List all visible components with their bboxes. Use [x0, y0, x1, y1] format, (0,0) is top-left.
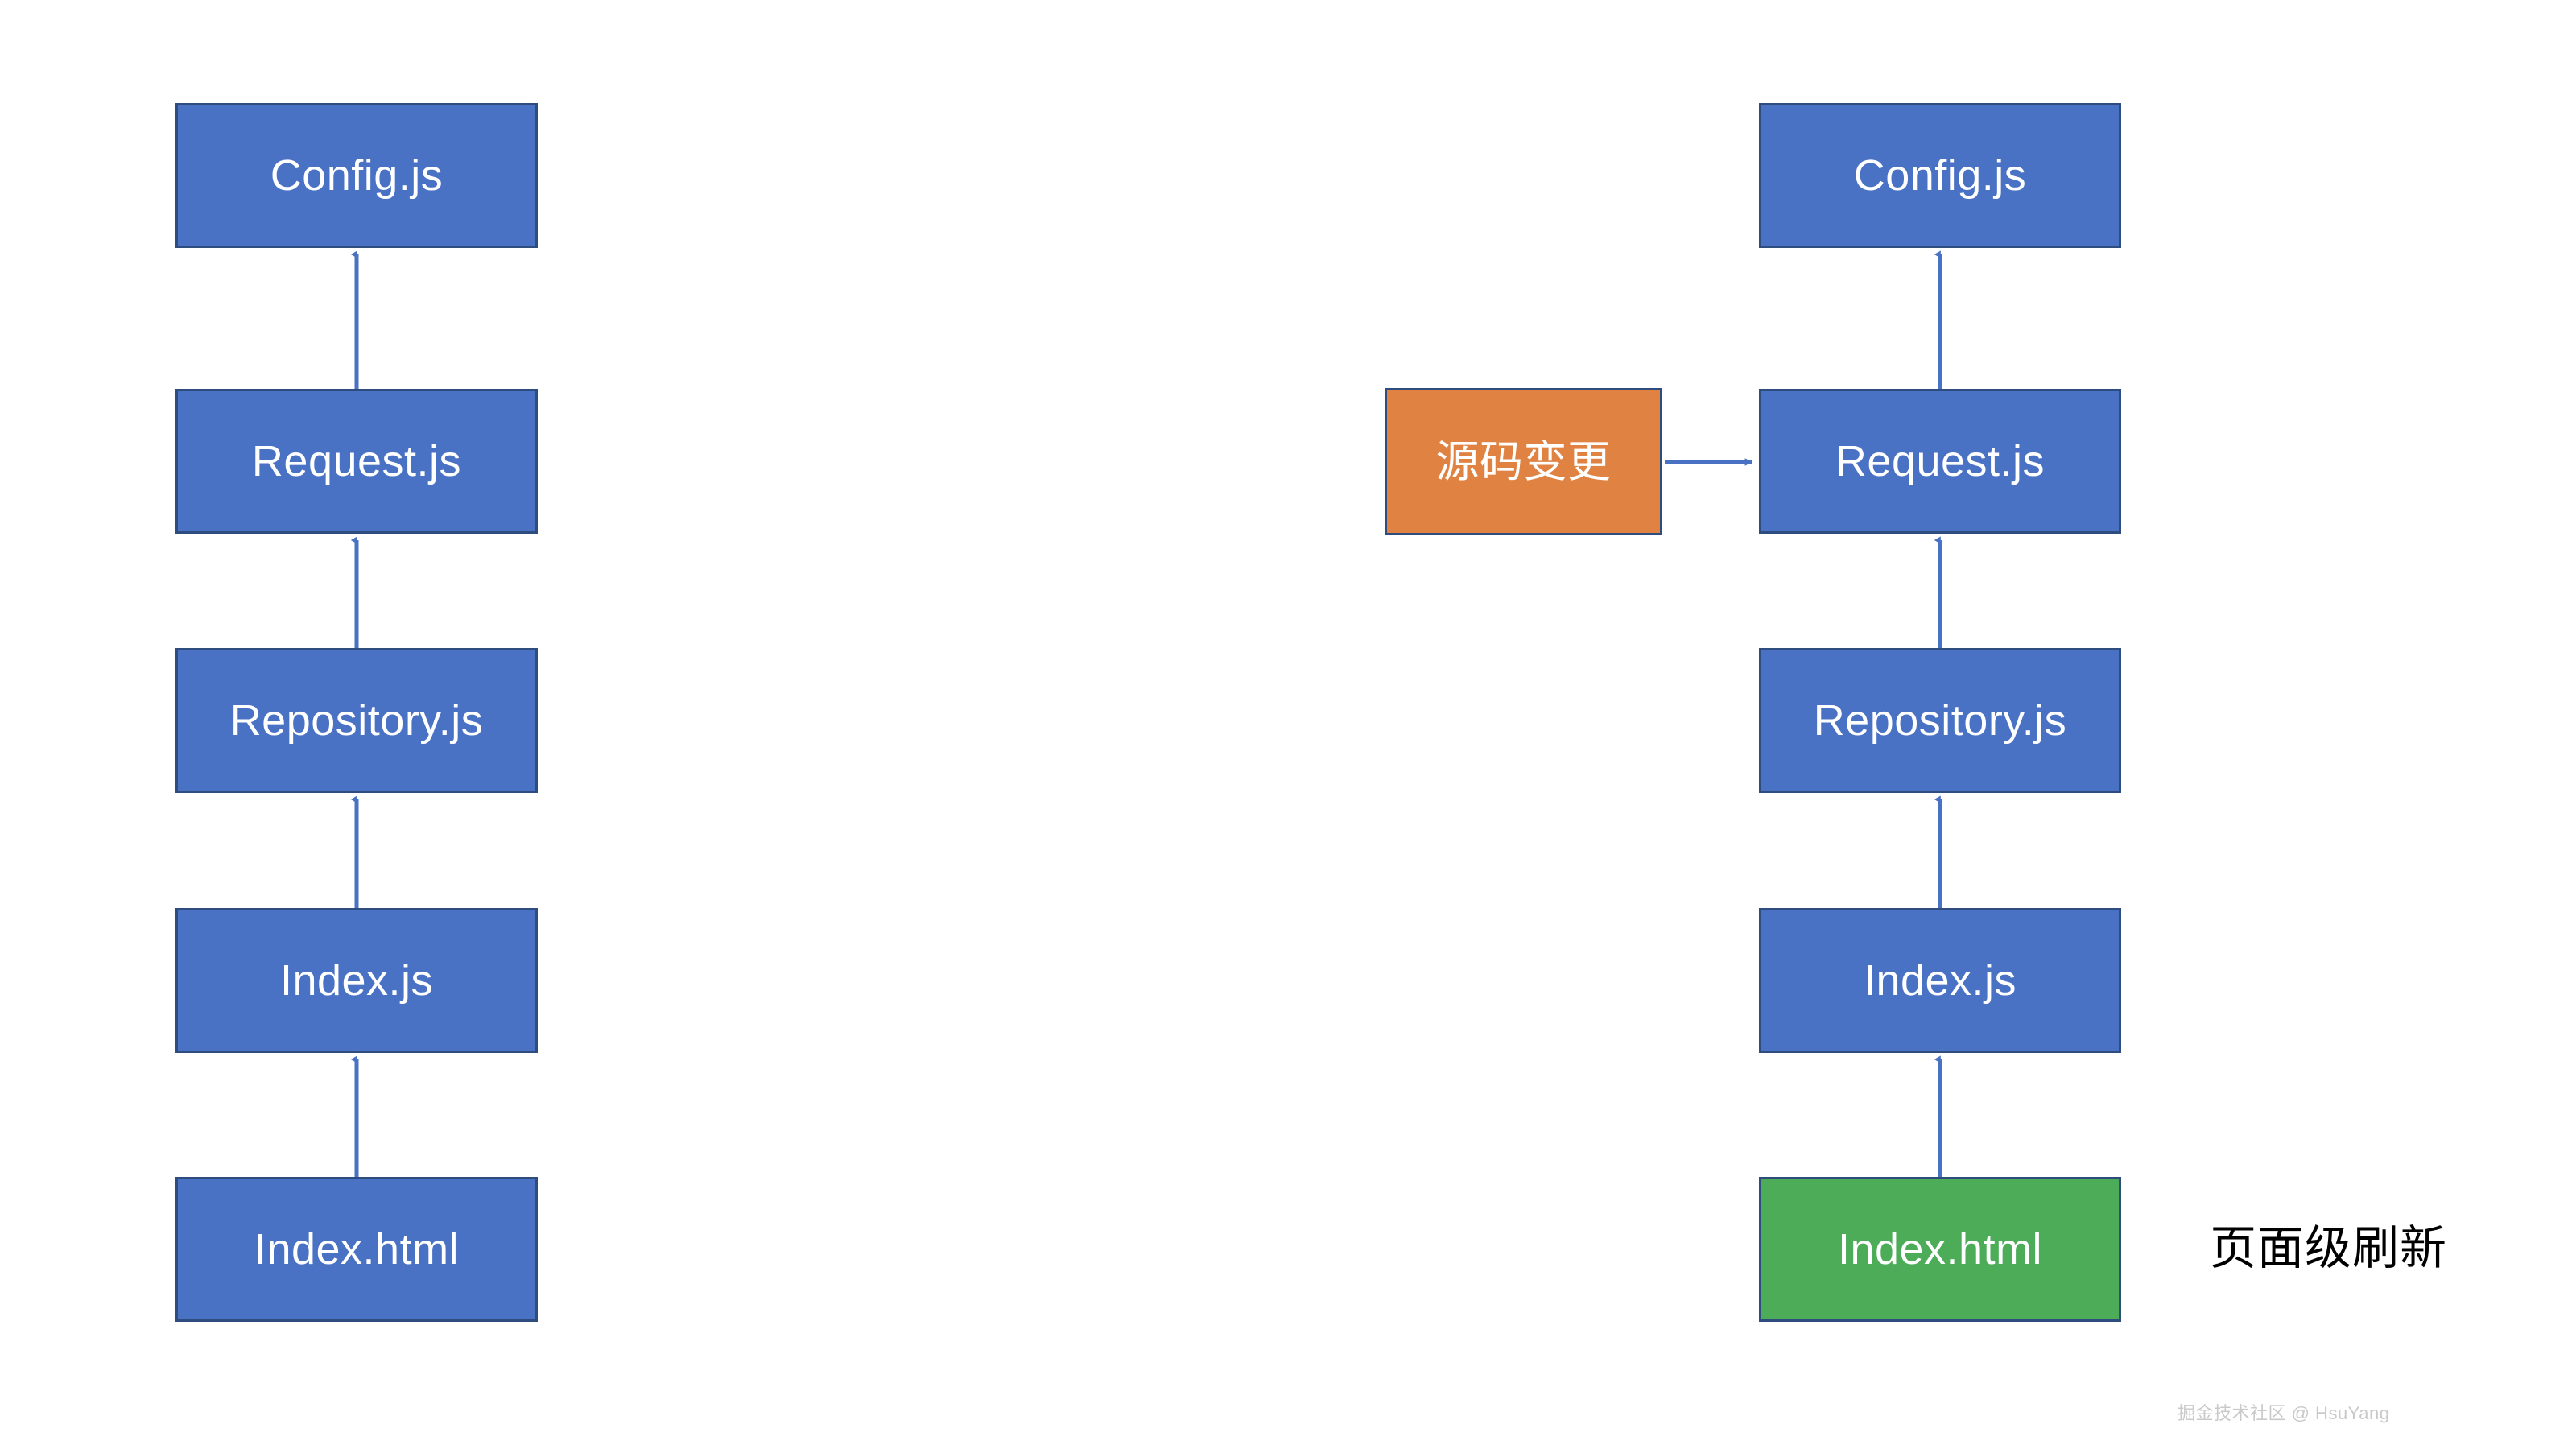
node-source-change[interactable]: 源码变更 — [1385, 388, 1662, 535]
node-left-index-html[interactable]: Index.html — [175, 1177, 538, 1322]
node-left-repository[interactable]: Repository.js — [175, 648, 538, 793]
node-label: Index.html — [1837, 1225, 2043, 1274]
page-level-refresh-note: 页面级刷新 — [2210, 1222, 2448, 1274]
node-label: Request.js — [251, 437, 462, 485]
node-right-request[interactable]: Request.js — [1759, 389, 2121, 534]
node-right-repository[interactable]: Repository.js — [1759, 648, 2121, 793]
node-label: Config.js — [1853, 151, 2027, 200]
node-left-request[interactable]: Request.js — [175, 389, 538, 534]
node-label: Index.html — [254, 1225, 460, 1274]
node-right-config[interactable]: Config.js — [1759, 103, 2121, 248]
node-right-index-js[interactable]: Index.js — [1759, 908, 2121, 1053]
node-label: Request.js — [1835, 437, 2046, 485]
node-label: Index.js — [279, 956, 434, 1005]
node-label: Config.js — [270, 151, 444, 200]
node-label: Repository.js — [229, 696, 484, 745]
node-label: Repository.js — [1813, 696, 2067, 745]
node-label: Index.js — [1863, 956, 2017, 1005]
node-left-config[interactable]: Config.js — [175, 103, 538, 248]
node-right-index-html[interactable]: Index.html — [1759, 1177, 2121, 1322]
node-label: 源码变更 — [1435, 437, 1612, 486]
watermark: 掘金技术社区 @ HsuYang — [2178, 1403, 2390, 1423]
node-left-index-js[interactable]: Index.js — [175, 908, 538, 1053]
